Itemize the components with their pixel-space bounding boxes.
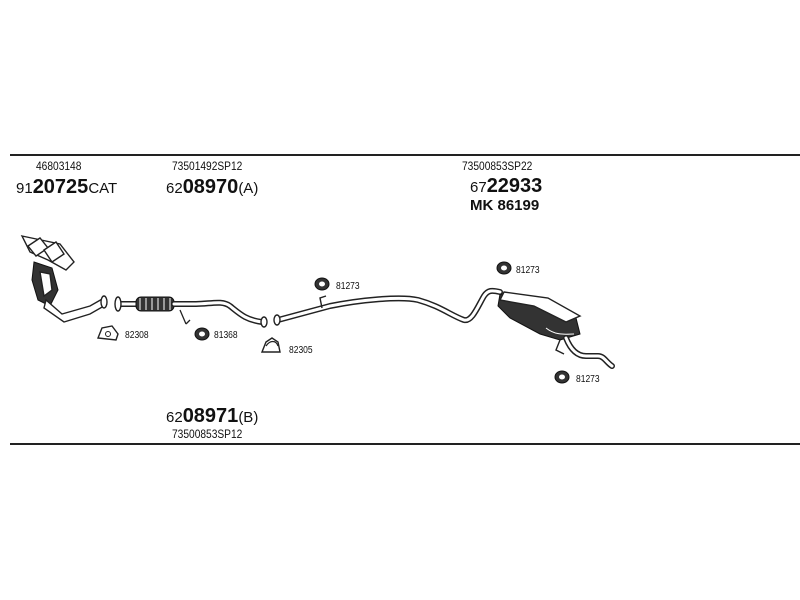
hanger-label-3: 81273 — [576, 374, 600, 385]
hanger-label-1: 81273 — [336, 281, 360, 292]
sealing-ring-icon — [194, 327, 210, 341]
exhaust-manifold-icon — [20, 235, 108, 323]
hanger-label-2: 81273 — [516, 265, 540, 276]
middle-pipe-icon — [273, 287, 503, 326]
top-rule — [10, 154, 800, 156]
manifold-suffix: CAT — [88, 180, 118, 197]
bottom-prefix: 62 — [166, 409, 183, 426]
rear-section-part-number: 6722933 — [470, 176, 542, 196]
bottom-number: 08971 — [182, 405, 239, 427]
bottom-suffix: (B) — [238, 409, 259, 426]
manifold-ref: 46803148 — [36, 159, 82, 173]
front-pipe-suffix: (A) — [238, 180, 259, 197]
manifold-prefix: 91 — [16, 180, 33, 197]
manifold-number: 20725 — [32, 176, 89, 198]
hanger-icon-1 — [314, 277, 330, 291]
gasket-label: 82308 — [125, 330, 149, 341]
rear-section-number: 22933 — [486, 175, 543, 197]
manifold-part-number: 9120725CAT — [16, 177, 117, 197]
front-pipe-prefix: 62 — [166, 180, 183, 197]
rear-section-prefix: 67 — [470, 179, 487, 196]
bottom-ref: 73500853SP12 — [172, 427, 243, 441]
front-pipe-icon — [114, 296, 268, 328]
rear-section-mk: MK 86199 — [470, 197, 540, 214]
rear-muffler-icon — [497, 291, 615, 369]
clamp-label: 82305 — [289, 345, 313, 356]
bottom-rule — [10, 443, 800, 445]
sealing-ring-label: 81368 — [214, 330, 238, 341]
front-pipe-ref: 73501492SP12 — [172, 159, 243, 173]
front-pipe-number: 08970 — [182, 176, 239, 198]
front-pipe-part-number: 6208970(A) — [166, 177, 258, 197]
hanger-icon-2 — [496, 261, 512, 275]
clamp-icon — [260, 337, 281, 353]
gasket-icon — [97, 325, 119, 341]
hanger-icon-3 — [554, 370, 570, 384]
rear-section-ref: 73500853SP22 — [462, 159, 533, 173]
bottom-part-number: 6208971(B) — [166, 406, 258, 426]
